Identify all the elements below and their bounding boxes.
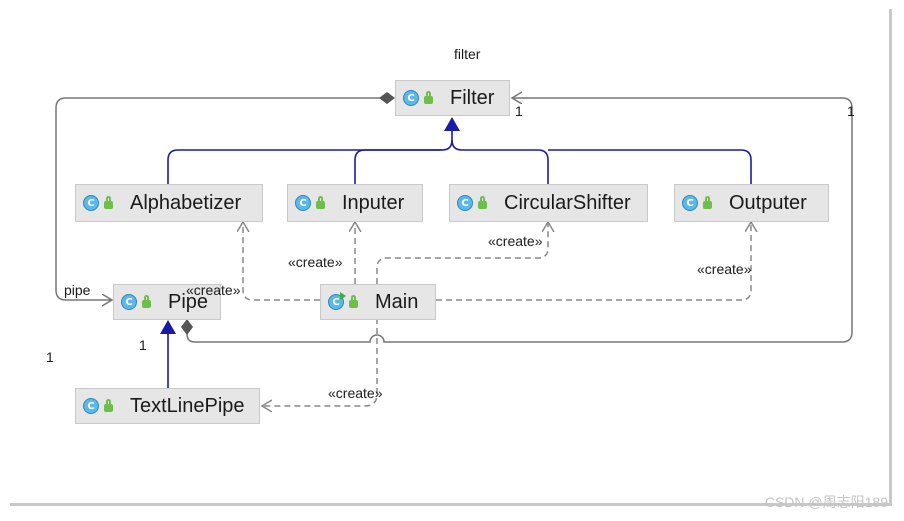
public-visibility-icon (316, 196, 325, 209)
multiplicity-label: 1 (139, 337, 147, 353)
inheritance-arrowhead-filter (444, 117, 460, 131)
class-name: TextLinePipe (130, 394, 245, 417)
class-icon: C (83, 195, 99, 211)
class-name: Main (375, 290, 419, 313)
class-name: CircularShifter (504, 191, 631, 214)
class-node-main[interactable]: C Main (320, 284, 436, 320)
class-node-circularshifter[interactable]: C CircularShifter (449, 184, 648, 222)
composition-diamond-filter (379, 92, 395, 104)
class-name: Pipe (168, 290, 209, 313)
public-visibility-icon (478, 196, 487, 209)
class-icon: C (83, 398, 99, 414)
class-node-outputer[interactable]: C Outputer (674, 184, 829, 222)
class-icon: C (682, 195, 698, 211)
public-visibility-icon (104, 399, 113, 412)
composition-edge-filter-pipe (55, 97, 380, 300)
composition-diamond-pipe (181, 319, 193, 335)
class-node-textlinepipe[interactable]: C TextLinePipe (75, 388, 260, 424)
watermark: CSDN @周志阳189 (764, 494, 888, 510)
role-label-pipe: pipe (64, 282, 91, 298)
class-name: Inputer (342, 191, 405, 214)
stereotype-label-create: «create» (488, 233, 543, 249)
class-icon: C (403, 90, 419, 106)
package-label: filter (454, 46, 481, 62)
class-node-pipe[interactable]: C Pipe (113, 284, 221, 320)
inheritance-edges-filter (167, 128, 752, 184)
class-name: Outputer (729, 191, 807, 214)
class-name: Alphabetizer (130, 191, 242, 214)
stereotype-label-create: «create» (288, 254, 343, 270)
public-visibility-icon (142, 295, 151, 308)
dependency-edges (243, 222, 751, 406)
class-node-filter[interactable]: C Filter (395, 80, 510, 116)
composition-edge-pipe-filter (186, 98, 853, 343)
multiplicity-label: 1 (46, 349, 54, 365)
stereotype-label-create: «create» (186, 282, 241, 298)
class-name: Filter (450, 86, 495, 109)
inheritance-arrowhead-pipe (160, 320, 176, 334)
public-visibility-icon (424, 91, 433, 104)
stereotype-label-create: «create» (328, 385, 383, 401)
class-icon: C (457, 195, 473, 211)
stereotype-label-create: «create» (697, 261, 752, 277)
class-icon: C (121, 294, 137, 310)
class-node-inputer[interactable]: C Inputer (287, 184, 423, 222)
multiplicity-label: 1 (847, 103, 855, 119)
public-visibility-icon (349, 295, 358, 308)
public-visibility-icon (703, 196, 712, 209)
multiplicity-label: 1 (515, 103, 523, 119)
main-class-icon: C (328, 292, 346, 310)
class-node-alphabetizer[interactable]: C Alphabetizer (75, 184, 263, 222)
public-visibility-icon (104, 196, 113, 209)
class-icon: C (295, 195, 311, 211)
